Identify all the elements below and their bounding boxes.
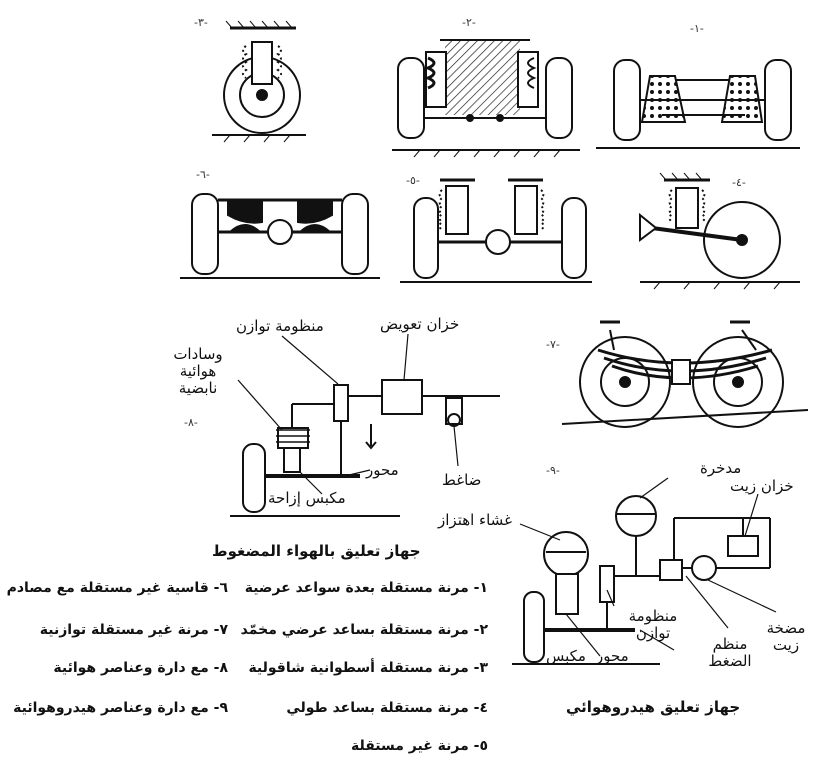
figure-number-8: -٨-	[184, 416, 198, 429]
label-axle-8: محور	[366, 461, 399, 479]
legend-item-5: ٥- مرنة غير مستقلة	[350, 738, 488, 754]
legend-item-8: ٨- مع دارة وعناصر هوائية	[53, 660, 228, 676]
label-pressure-regulator: منظم الضغط	[708, 635, 752, 670]
legend-item-6: ٦- قاسية غير مستقلة مع مصادم	[6, 580, 228, 596]
label-compressor: ضاغط	[442, 471, 482, 489]
label-oil-tank: خزان زيت	[730, 477, 794, 495]
label-accumulator: مدخرة	[700, 459, 742, 477]
figure-1-drawing	[596, 59, 800, 149]
figure-4-drawing	[639, 172, 800, 290]
label-axle-9: محور	[596, 647, 629, 665]
legend-item-7: ٧- مرنة غير مستقلة توازنية	[39, 622, 228, 638]
figure-7-drawing	[561, 320, 809, 428]
legend-item-3: ٣- مرنة مستقلة أسطوانية شاقولية	[248, 660, 488, 676]
legend-item-4: ٤- مرنة مستقلة بساعد طولي	[286, 700, 488, 716]
figure-number-2: -٢-	[462, 16, 476, 29]
leader-lines	[237, 333, 777, 657]
legend-item-9: ٩- مع دارة وعناصر هيدروهوائية	[13, 700, 228, 716]
figure-5-drawing	[400, 178, 592, 283]
figure-number-5: -٥-	[406, 174, 420, 187]
figure-9-drawing	[512, 495, 771, 665]
figure-3-drawing	[212, 20, 306, 143]
label-piston: مكبس	[546, 647, 586, 665]
figure-8-drawing	[230, 379, 500, 517]
figure-number-3: -٣-	[194, 16, 208, 29]
label-balance-system-9: منظومة توازن	[628, 607, 678, 642]
figure-6-drawing	[180, 193, 380, 279]
label-air-springs: وسادات هوائية نابضية	[173, 345, 223, 397]
figure-2-drawing	[392, 39, 580, 158]
label-vibration-membrane: غشاء اهتزاز	[438, 511, 512, 529]
figure-number-4: -٤-	[732, 176, 746, 189]
label-balance-system-8: منظومة توازن	[236, 317, 324, 335]
figure-number-6: -٦-	[196, 168, 210, 181]
label-oil-pump: مضخة زيت	[766, 619, 806, 654]
caption-figure-8: جهاز تعليق بالهواء المضغوط	[212, 542, 421, 560]
caption-figure-9: جهاز تعليق هيدروهوائي	[566, 698, 741, 716]
label-displacement-piston: مكبس إزاحة	[268, 489, 346, 507]
figure-number-9: -٩-	[546, 464, 560, 477]
legend-item-1: ١- مرنة مستقلة بعدة سواعد عرضية	[244, 580, 488, 596]
label-compensation-tank: خزان تعويض	[380, 315, 460, 333]
figure-number-1: -١-	[690, 22, 704, 35]
legend-item-2: ٢- مرنة مستقلة بساعد عرضي مخمّد	[240, 622, 488, 638]
figure-number-7: -٧-	[546, 338, 560, 351]
